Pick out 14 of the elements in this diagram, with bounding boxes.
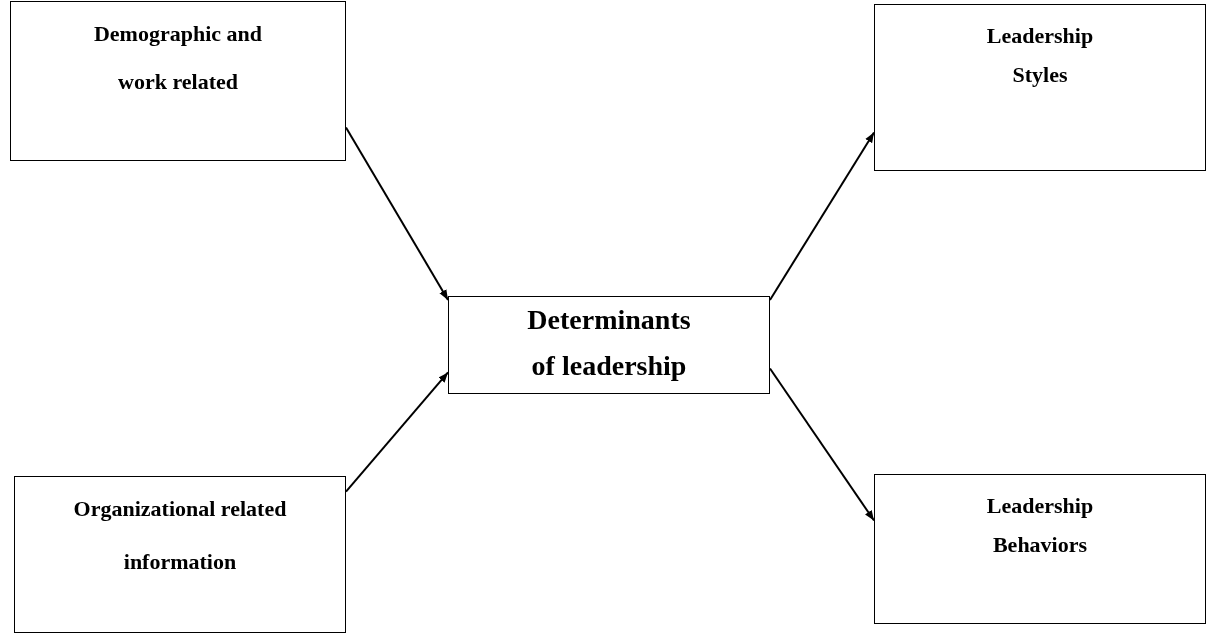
arrow — [345, 371, 449, 493]
box-label: Organizational related information — [72, 495, 288, 576]
box-label: Determinants of leadership — [526, 303, 692, 384]
process-box — [10, 1, 346, 161]
arrow — [769, 367, 875, 522]
arrow — [345, 126, 449, 301]
process-box — [874, 474, 1206, 624]
process-box — [874, 4, 1206, 171]
process-box — [448, 296, 770, 394]
box-label: Leadership Styles — [985, 22, 1095, 89]
box-label: Demographic and work related — [92, 20, 264, 97]
process-box — [14, 476, 346, 633]
box-label: Leadership Behaviors — [985, 492, 1095, 559]
arrow — [769, 131, 875, 301]
